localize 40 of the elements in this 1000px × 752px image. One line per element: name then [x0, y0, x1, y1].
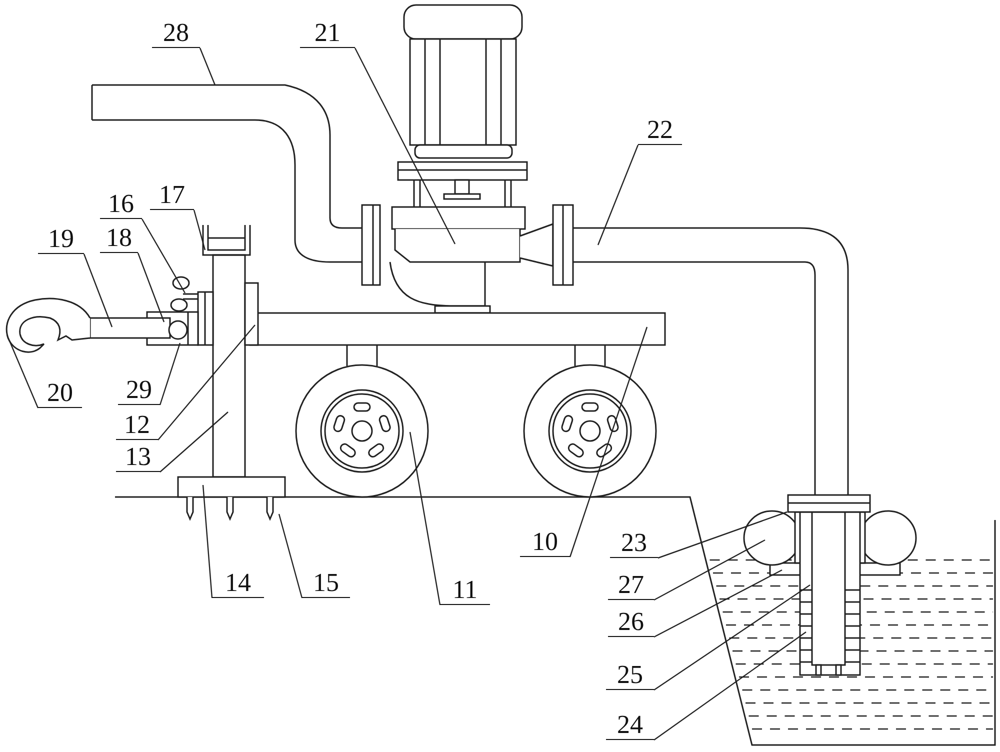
leader-line [160, 412, 228, 472]
leader-line [6, 334, 39, 408]
callout-number: 18 [100, 223, 138, 253]
callout-number: 16 [100, 189, 142, 219]
callout-number: 29 [118, 375, 160, 405]
leader-line [193, 210, 206, 250]
callout-number: 28 [152, 18, 200, 48]
callout-number: 17 [150, 180, 194, 210]
callout-number: 24 [606, 710, 654, 740]
leader-line [654, 569, 782, 638]
leader-line [137, 252, 165, 322]
callout-number: 13 [116, 442, 160, 472]
callout-number: 27 [608, 570, 654, 600]
leader-line [158, 324, 256, 440]
callout-number: 12 [116, 410, 158, 440]
leader-line [597, 144, 639, 246]
leader-line [658, 511, 788, 559]
leader-line [569, 326, 648, 558]
leader-line [199, 48, 216, 86]
callout-number: 10 [520, 527, 570, 557]
leader-line [278, 514, 303, 598]
leader-line [83, 254, 113, 328]
leader-line [654, 539, 766, 601]
leader-line [654, 584, 810, 690]
leader-line [654, 632, 806, 740]
callout-number: 22 [638, 115, 682, 145]
callout-number: 14 [212, 568, 264, 598]
leader-line [202, 484, 213, 598]
callout-number: 26 [608, 607, 654, 637]
callout-number: 19 [38, 224, 84, 254]
callout-number: 23 [610, 528, 658, 558]
callout-number: 15 [302, 568, 350, 598]
leader-line [141, 218, 186, 294]
leader-line [159, 342, 181, 406]
callout-number: 20 [38, 378, 82, 408]
leader-line [354, 48, 456, 244]
leader-line [409, 432, 441, 606]
callout-number: 21 [300, 18, 355, 48]
callout-number: 25 [606, 660, 654, 690]
callout-number: 11 [440, 575, 490, 605]
